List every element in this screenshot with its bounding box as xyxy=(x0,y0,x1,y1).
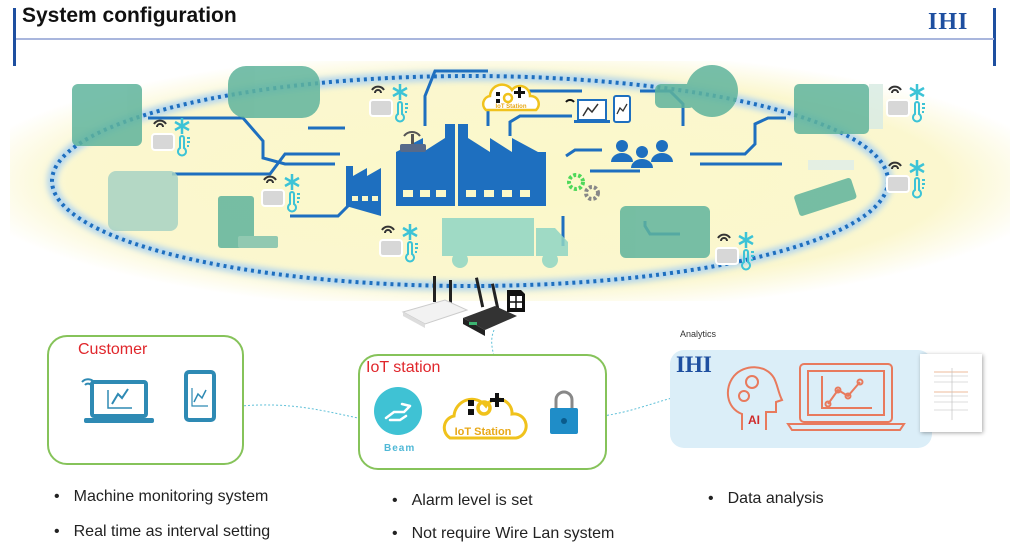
sensor-cluster xyxy=(886,84,925,123)
bullet-item: Real time as interval setting xyxy=(54,523,271,541)
wifi-icon xyxy=(888,161,902,170)
analysis-report-thumbnail xyxy=(920,354,982,432)
conveyor-gate-icon xyxy=(808,160,854,170)
svg-text:IoT Station: IoT Station xyxy=(455,426,512,438)
thermometer-icon xyxy=(287,191,300,213)
thermometer-icon xyxy=(741,249,754,271)
snowflake-icon xyxy=(284,174,300,190)
bullet-item: Data analysis xyxy=(708,490,824,508)
bullet-item: Machine monitoring system xyxy=(54,488,269,506)
sensor-box-icon xyxy=(261,189,285,207)
wifi-icon xyxy=(717,233,731,242)
iot-cloud-icon: IoT Station xyxy=(442,393,528,440)
ihi-logo: IHI xyxy=(676,352,712,377)
header-left-bar xyxy=(13,8,16,66)
sensor-cluster xyxy=(261,174,300,213)
wifi-router-hardware-icon xyxy=(401,276,469,328)
system-scene: IoT Station xyxy=(10,61,1010,301)
iot-station-title: IoT station xyxy=(366,359,441,376)
sensor-box-icon xyxy=(379,239,403,257)
truck-icon xyxy=(442,218,568,268)
fan-machine-icon xyxy=(686,65,738,117)
beam-label: Beam xyxy=(384,443,416,454)
sensor-box-icon xyxy=(886,99,910,117)
wifi-icon xyxy=(888,85,902,94)
gears-icon xyxy=(567,173,600,201)
sensor-box-icon xyxy=(886,175,910,193)
snowflake-icon xyxy=(909,84,925,100)
laptop-chart-icon xyxy=(786,363,906,431)
wifi-router-icon xyxy=(400,131,426,152)
engine-icon xyxy=(620,206,710,258)
turbine-icon xyxy=(228,66,320,118)
lte-router-icon xyxy=(463,277,517,336)
people-group-icon xyxy=(611,140,673,168)
wifi-icon xyxy=(371,85,385,94)
conveyor-icon xyxy=(794,177,857,216)
snowflake-icon xyxy=(402,224,418,240)
wifi-icon xyxy=(381,225,395,234)
svg-text:IoT Station: IoT Station xyxy=(496,104,527,110)
phone-chart-icon xyxy=(184,370,216,422)
wifi-icon xyxy=(565,99,575,103)
sensor-cluster xyxy=(379,224,418,263)
thermometer-icon xyxy=(395,101,408,123)
analytics-icons: AI xyxy=(726,363,906,431)
engine-icon xyxy=(794,84,869,134)
laptop-chart-icon xyxy=(574,99,610,123)
sensor-cluster xyxy=(151,118,190,157)
industrial-machines xyxy=(72,65,883,268)
customer-devices xyxy=(81,370,216,423)
iot-cloud-icon: IoT Station xyxy=(481,83,540,112)
page-title: System configuration xyxy=(22,4,237,27)
thermometer-icon xyxy=(405,241,418,263)
sensor-cluster xyxy=(886,160,925,199)
conveyor-gate-icon xyxy=(218,196,254,248)
header-right-bar xyxy=(993,8,996,66)
sim-card-icon xyxy=(507,290,525,312)
ihi-logo: IHI xyxy=(928,9,969,35)
bullet-item: Alarm level is set xyxy=(392,492,533,510)
sensor-cluster xyxy=(369,84,408,123)
sensor-box-icon xyxy=(151,133,175,151)
sensor-cluster xyxy=(715,232,754,271)
sensor-box-icon xyxy=(715,247,739,265)
sensor-clusters xyxy=(151,84,925,271)
bullet-item: Not require Wire Lan system xyxy=(392,525,615,543)
thermometer-icon xyxy=(912,177,925,199)
thermometer-icon xyxy=(912,101,925,123)
compressor-icon xyxy=(655,84,695,108)
snowflake-icon xyxy=(392,84,408,100)
customer-title: Customer xyxy=(78,341,148,358)
machine-icon xyxy=(108,171,178,231)
control-panel-icon xyxy=(869,84,883,129)
wifi-icon xyxy=(153,119,167,128)
snowflake-icon xyxy=(738,232,754,248)
laptop-chart-icon xyxy=(84,380,154,423)
phone-chart-icon xyxy=(613,95,631,123)
sensor-box-icon xyxy=(369,99,393,117)
thermometer-icon xyxy=(177,135,190,157)
snowflake-icon xyxy=(174,118,190,134)
machine-icon xyxy=(72,84,142,146)
lock-icon xyxy=(550,390,578,434)
wifi-icon xyxy=(263,175,277,184)
beam-icon xyxy=(374,387,422,435)
svg-text:AI: AI xyxy=(748,413,760,427)
header-divider xyxy=(16,38,994,40)
conveyor-icon xyxy=(238,236,278,248)
iot-station-icons: IoT Station xyxy=(374,387,578,440)
analytics-label: Analytics xyxy=(680,329,717,339)
snowflake-icon xyxy=(909,160,925,176)
gateway-hardware xyxy=(401,276,525,336)
ai-head-icon: AI xyxy=(726,366,784,430)
